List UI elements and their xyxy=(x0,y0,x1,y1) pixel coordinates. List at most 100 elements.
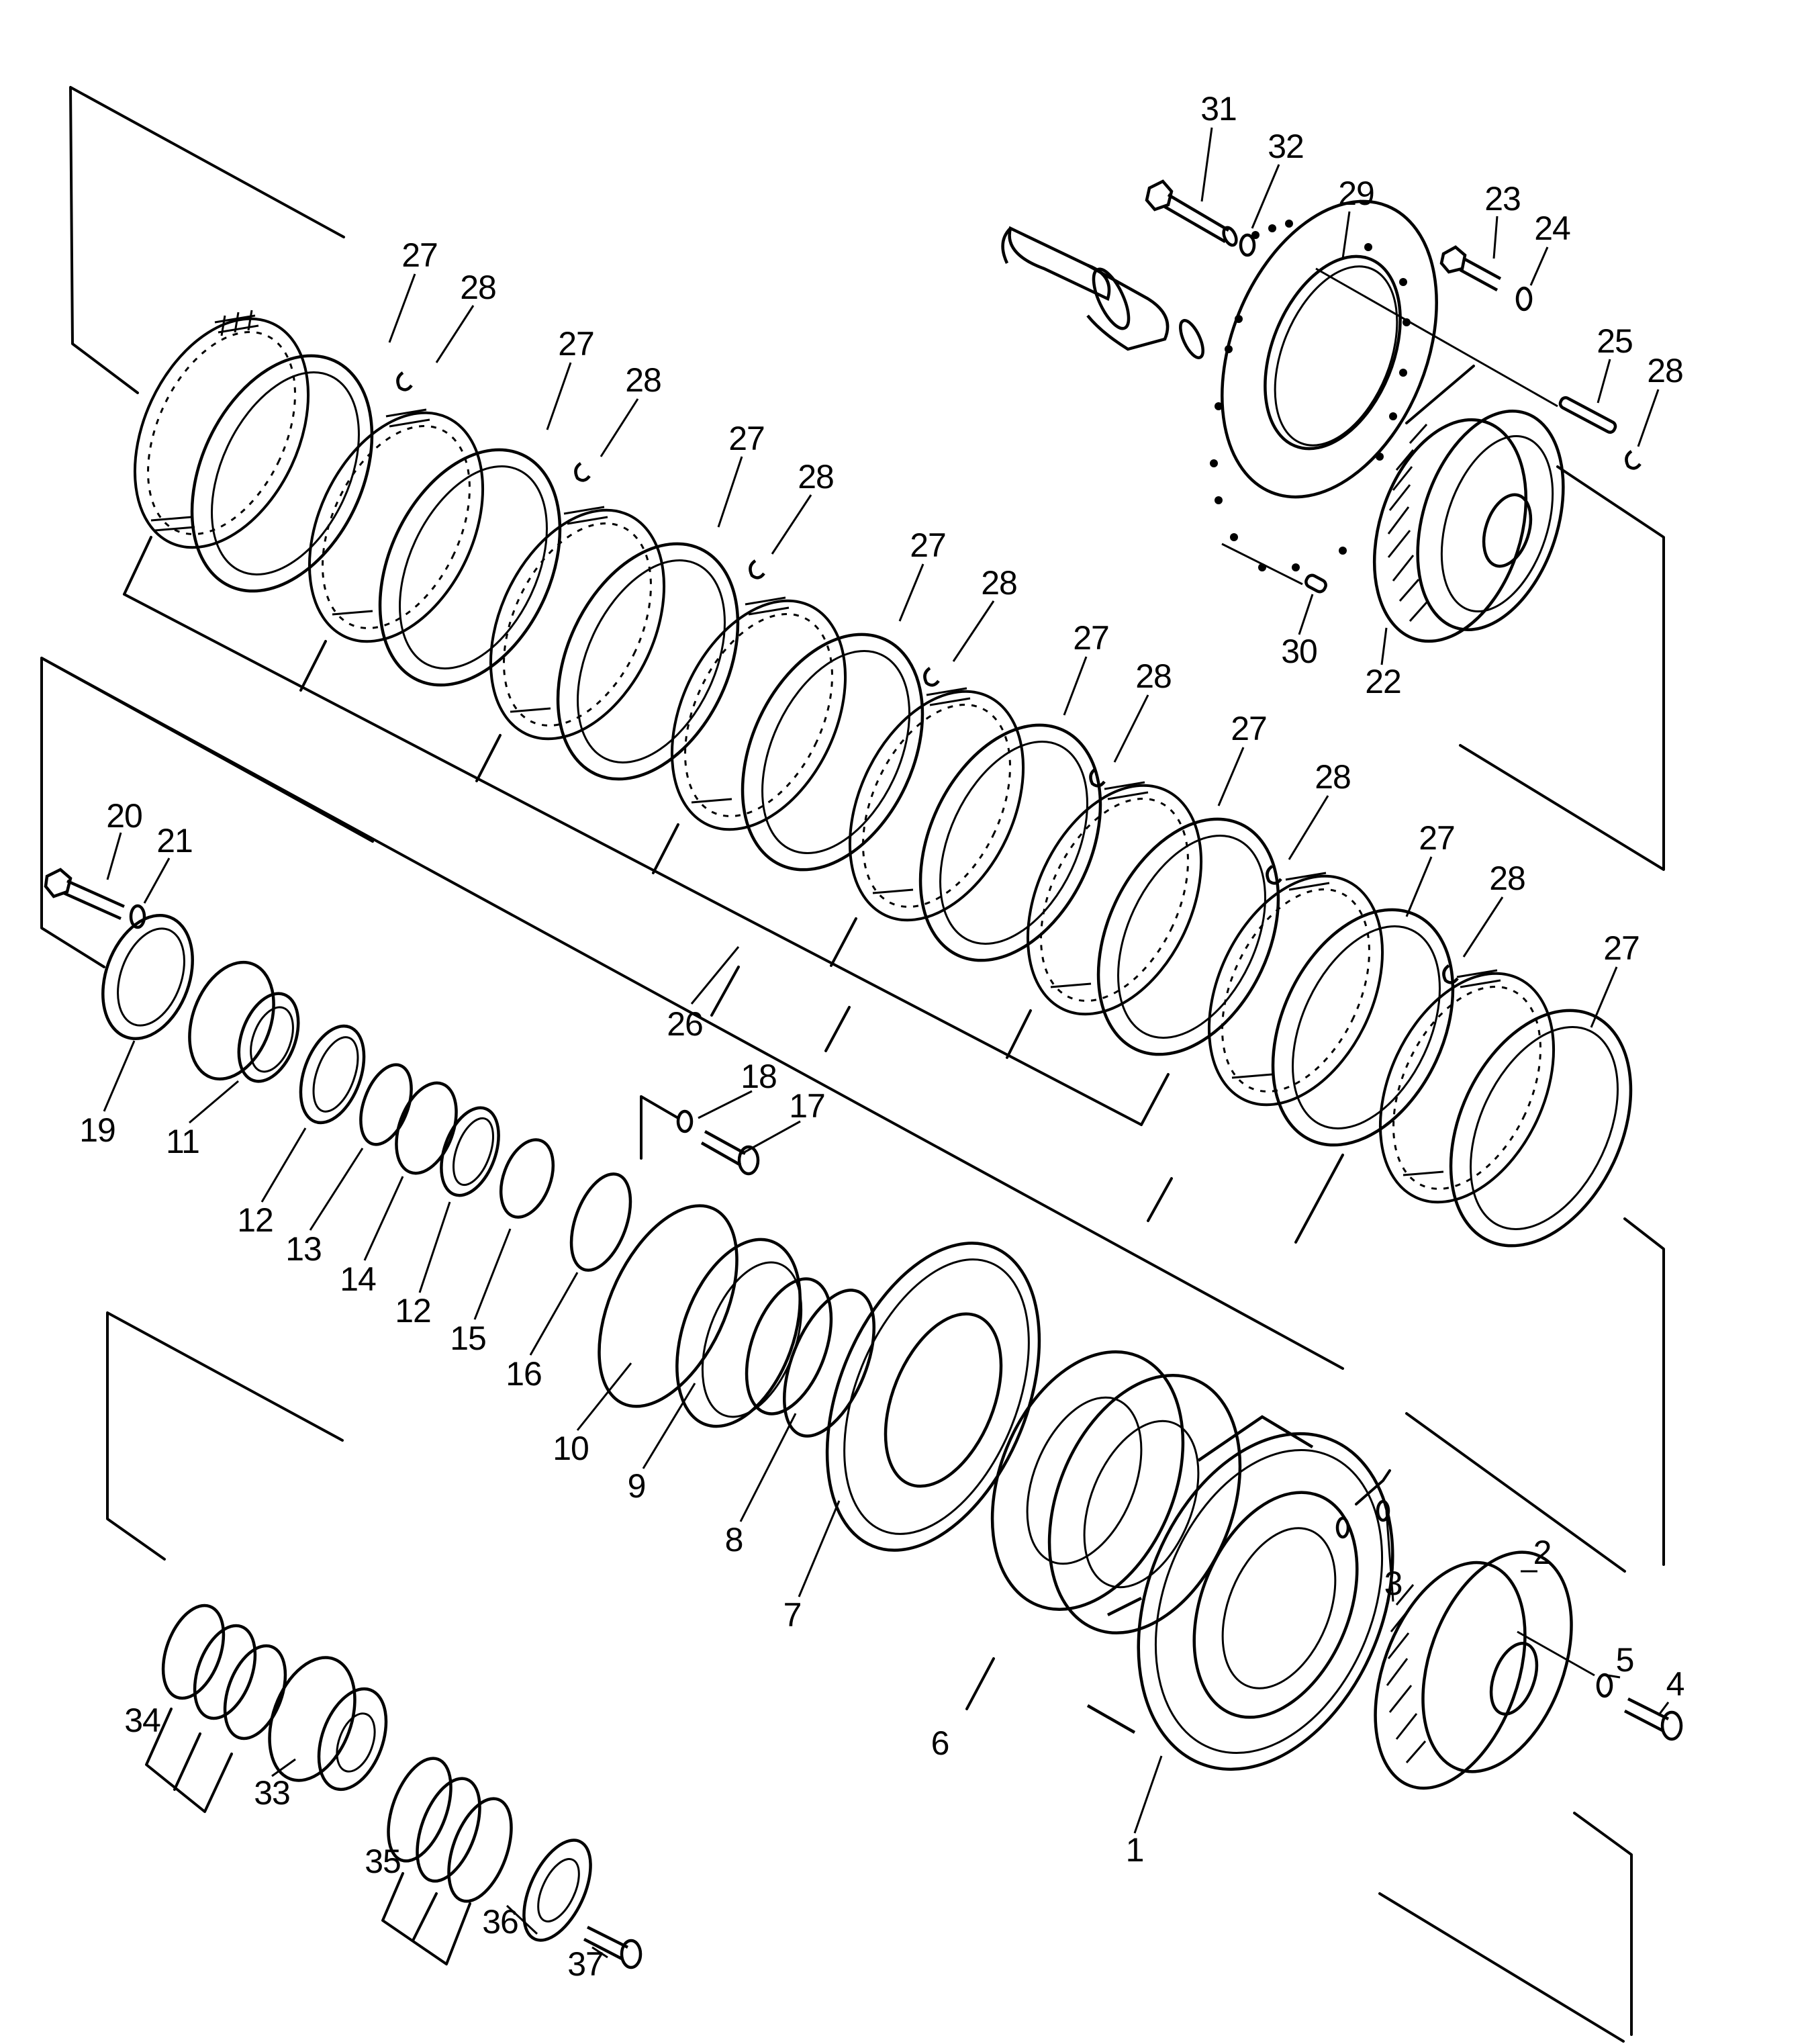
friction-disc-5 xyxy=(848,687,1025,922)
cylinder-7 xyxy=(825,1242,1041,1552)
callout-label-27: 27 xyxy=(910,526,947,564)
callout-label-25: 25 xyxy=(1597,322,1633,360)
callout-label-30: 30 xyxy=(1281,633,1318,670)
bolt-17 xyxy=(700,1130,760,1176)
callout-label-4: 4 xyxy=(1666,1665,1685,1703)
lock-plate-16 xyxy=(569,1172,632,1272)
callout-label-12: 12 xyxy=(237,1201,274,1239)
hub-22 xyxy=(1372,410,1565,643)
washer-21 xyxy=(129,904,146,929)
leader-25 xyxy=(1315,267,1558,408)
steel-plate-8 xyxy=(1449,1009,1633,1248)
snap-ring-14 xyxy=(395,1081,458,1175)
callout-label-27: 27 xyxy=(558,325,595,363)
steel-plate-1 xyxy=(190,354,374,593)
callout-label-18: 18 xyxy=(741,1058,777,1095)
callout-label-12: 12 xyxy=(395,1292,432,1330)
friction-disc-1 xyxy=(133,310,310,549)
nut-15 xyxy=(499,1138,555,1219)
callout-label-14: 14 xyxy=(340,1260,377,1298)
bearing-12b xyxy=(440,1106,500,1197)
callout-label-10: 10 xyxy=(553,1430,589,1467)
callout-label-7: 7 xyxy=(783,1596,802,1634)
callout-label-3: 3 xyxy=(1384,1565,1403,1602)
orings-3 xyxy=(1335,1469,1391,1539)
leader-5 xyxy=(1517,1630,1595,1677)
callout-label-13: 13 xyxy=(285,1230,322,1268)
steel-plate-7 xyxy=(1271,908,1455,1147)
seal-rings-34 xyxy=(145,1604,287,1813)
callout-label-27: 27 xyxy=(1603,929,1640,967)
hub-2 xyxy=(1374,1550,1573,1790)
output-shaft xyxy=(1001,226,1204,359)
bolt-4 xyxy=(1623,1697,1683,1741)
snap-rings-28 xyxy=(396,371,1459,984)
callout-label-27: 27 xyxy=(1231,710,1268,747)
bolt-37 xyxy=(583,1925,643,1969)
clutch-disc-stack xyxy=(133,310,1633,1248)
callout-label-37: 37 xyxy=(567,1945,604,1983)
pin-25 xyxy=(1558,396,1617,434)
friction-disc-6 xyxy=(1026,781,1203,1016)
callout-label-21: 21 xyxy=(156,822,193,860)
bolt-31 xyxy=(1145,179,1238,247)
bolt-20 xyxy=(44,868,125,921)
callout-label-23: 23 xyxy=(1484,180,1521,218)
callout-label-5: 5 xyxy=(1615,1641,1635,1679)
washer-32 xyxy=(1239,233,1256,257)
seal-ring-8 xyxy=(782,1289,876,1438)
group-frame-lines xyxy=(40,86,1665,2043)
callout-label-1: 1 xyxy=(1125,1831,1145,1869)
steel-plate-4 xyxy=(741,633,924,872)
snap-ring-13 xyxy=(359,1063,413,1146)
steel-plate-5 xyxy=(918,723,1102,962)
callout-label-17: 17 xyxy=(789,1087,826,1125)
callout-label-6: 6 xyxy=(931,1724,950,1762)
callout-label-31: 31 xyxy=(1200,90,1237,128)
friction-disc-3 xyxy=(489,506,666,741)
callout-label-32: 32 xyxy=(1268,128,1304,165)
callout-label-35: 35 xyxy=(365,1843,401,1880)
hub-33 xyxy=(268,1656,388,1792)
steel-plate-3 xyxy=(556,542,740,781)
retainer-19 xyxy=(101,913,194,1041)
callout-label-34: 34 xyxy=(124,1702,161,1739)
callout-label-8: 8 xyxy=(724,1521,744,1559)
callout-label-28: 28 xyxy=(460,269,497,306)
leader-30 xyxy=(1221,543,1303,586)
housing-1 xyxy=(1086,1415,1394,1771)
callout-label-22: 22 xyxy=(1365,663,1402,700)
callout-label-28: 28 xyxy=(625,361,662,399)
washer-24 xyxy=(1515,286,1533,312)
piston-9 xyxy=(675,1238,833,1428)
washer-18 xyxy=(676,1109,694,1133)
callout-label-27: 27 xyxy=(1419,819,1456,857)
steel-plate-2 xyxy=(378,448,562,687)
callout-label-36: 36 xyxy=(482,1903,519,1941)
callout-label-15: 15 xyxy=(450,1319,487,1357)
washer-5 xyxy=(1596,1673,1613,1698)
snap-ring-28-top xyxy=(1625,450,1642,470)
callout-label-28: 28 xyxy=(1315,758,1351,796)
callout-label-28: 28 xyxy=(1489,860,1526,897)
friction-disc-2 xyxy=(307,408,485,643)
callout-label-29: 29 xyxy=(1338,175,1375,212)
callout-label-27: 27 xyxy=(728,420,765,457)
callout-label-19: 19 xyxy=(79,1111,116,1149)
friction-disc-8 xyxy=(1378,969,1556,1204)
callout-label-24: 24 xyxy=(1534,210,1571,247)
callout-label-9: 9 xyxy=(627,1467,647,1505)
callout-label-26: 26 xyxy=(667,1005,704,1043)
plate-36 xyxy=(522,1839,592,1942)
friction-disc-4 xyxy=(670,596,847,831)
pin-30 xyxy=(1304,573,1327,594)
seal-rings-35 xyxy=(381,1757,513,1965)
callout-label-28: 28 xyxy=(981,564,1018,602)
callout-label-16: 16 xyxy=(506,1355,542,1393)
bolt-23 xyxy=(1439,245,1502,291)
shims-6 xyxy=(965,1350,1242,1710)
callout-label-28: 28 xyxy=(1647,352,1684,389)
callout-label-11: 11 xyxy=(166,1123,200,1160)
callout-label-20: 20 xyxy=(106,797,143,835)
